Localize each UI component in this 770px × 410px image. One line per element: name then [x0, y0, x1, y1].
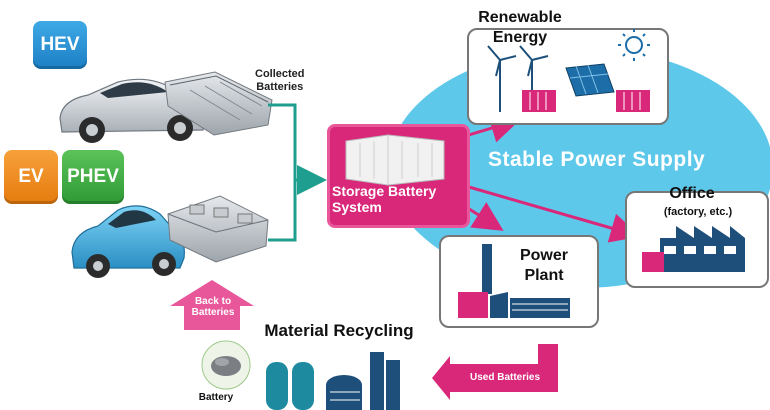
battery-scrap-label: Battery — [198, 392, 234, 403]
power-plant-icon — [458, 244, 570, 318]
power-plant-line1: Power — [519, 247, 568, 264]
used-batteries-label: Used Batteries — [469, 372, 541, 383]
renewable-line2: Energy — [492, 29, 548, 46]
stable-power-supply-label: Stable Power Supply — [488, 148, 706, 171]
collected-line2: Batteries — [256, 81, 304, 93]
storage-battery-label: Storage Battery System — [332, 183, 436, 215]
used-batteries-arrow — [432, 344, 558, 400]
back-to-line2: Batteries — [191, 307, 235, 318]
storage-battery-line1: Storage Battery — [332, 183, 437, 199]
storage-battery-line2: System — [332, 199, 382, 215]
phev-badge: PHEV — [62, 150, 124, 204]
storage-unit-icon — [522, 90, 650, 112]
back-to-batteries-label: Back to Batteries — [186, 296, 240, 318]
office-sub-label: (factory, etc.) — [663, 206, 733, 218]
back-to-line1: Back to — [194, 296, 232, 307]
ev-car-icon — [71, 205, 185, 278]
hev-badge: HEV — [33, 21, 87, 69]
renewable-energy-label: Renewable Energy — [470, 8, 570, 48]
sun-icon — [618, 29, 650, 61]
recycling-plant-icon — [266, 352, 400, 410]
battery-scrap-icon — [201, 340, 251, 390]
material-recycling-label: Material Recycling — [264, 321, 414, 340]
back-to-batteries-arrow — [170, 280, 254, 330]
factory-icon — [642, 226, 745, 272]
solar-panel-icon — [565, 63, 615, 97]
office-label: Office — [669, 185, 715, 202]
hev-battery-pack-icon — [164, 71, 273, 136]
collected-line1: Collected — [255, 68, 305, 80]
collected-batteries-label: Collected Batteries — [255, 68, 305, 94]
power-plant-label: Power Plant — [508, 246, 580, 286]
renewable-line1: Renewable — [478, 9, 562, 26]
collection-connector — [268, 103, 327, 242]
ev-battery-pack-icon — [167, 195, 269, 263]
distribution-arrows — [451, 113, 641, 243]
storage-cabinet-icon — [345, 134, 445, 186]
storage-battery-system — [327, 124, 470, 228]
ev-badge: EV — [4, 150, 58, 204]
power-plant-line2: Plant — [524, 267, 564, 284]
